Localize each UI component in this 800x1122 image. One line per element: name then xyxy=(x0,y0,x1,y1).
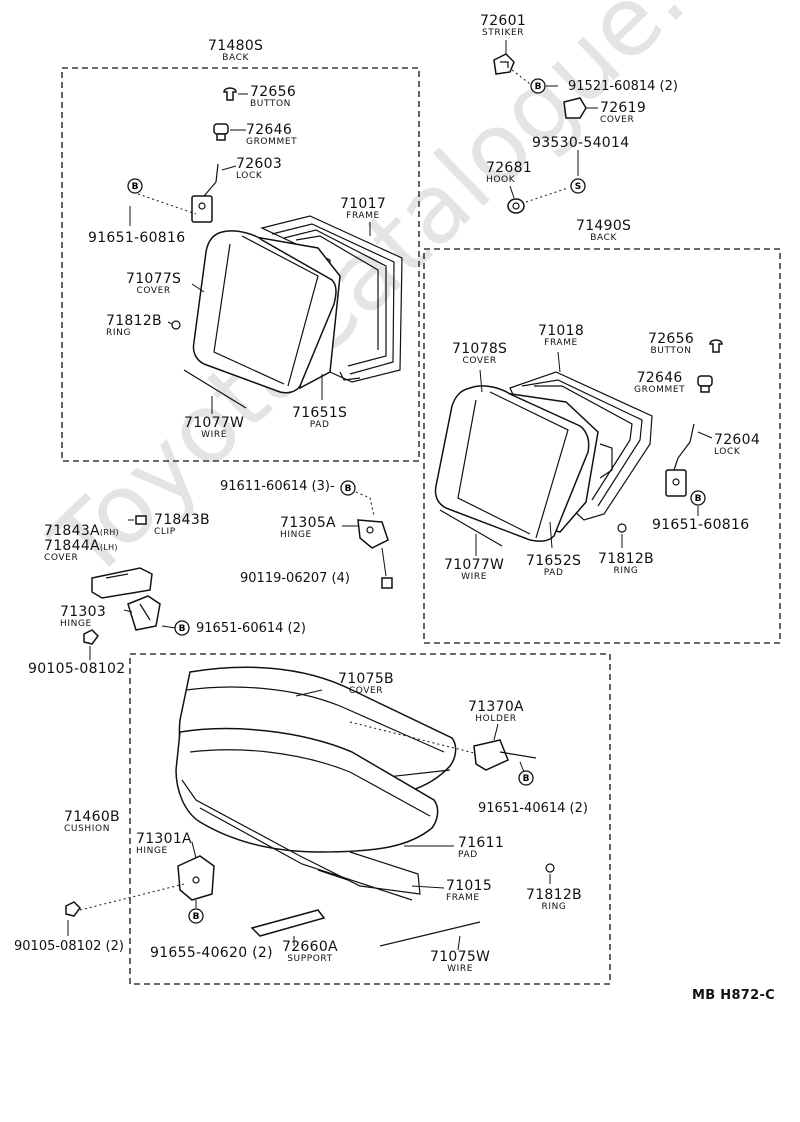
svg-text:B: B xyxy=(535,82,542,92)
label-72660a-support: 72660A SUPPORT xyxy=(282,939,338,964)
label-71812b-ring-left: 71812B RING xyxy=(106,313,162,338)
label-71301a-hinge: 71301A HINGE xyxy=(136,831,192,856)
label-72603-lock: 72603 LOCK xyxy=(236,156,283,181)
label-72646-grommet: 72646 GROMMET xyxy=(246,122,298,147)
label-91651-60816-left: 91651-60816 xyxy=(88,230,186,246)
label-71843b-clip: 71843B CLIP xyxy=(154,512,210,537)
right-ring-shape xyxy=(617,523,627,533)
bolt-marker: B xyxy=(690,490,706,506)
svg-text:B: B xyxy=(179,624,186,634)
label-91651-60816-right: 91651-60816 xyxy=(652,517,750,533)
svg-text:B: B xyxy=(345,484,352,494)
right-wire-shape xyxy=(439,509,503,547)
bolt-marker: B xyxy=(518,770,534,786)
label-71077w-wire-left: 71077W WIRE xyxy=(184,415,245,440)
left-cover-shape xyxy=(192,230,337,394)
label-71075b-cover: 71075B COVER xyxy=(338,671,394,696)
label-91655-40620: 91655-40620 (2) xyxy=(150,945,273,961)
right-back-group-box xyxy=(423,248,781,644)
label-72656-button: 72656 BUTTON xyxy=(250,84,297,109)
label-71017-frame: 71017 FRAME xyxy=(340,196,387,221)
label-71652s-pad: 71652S PAD xyxy=(526,553,582,578)
label-90105-08102: 90105-08102 xyxy=(28,661,126,677)
left-grommet-shape xyxy=(213,123,229,141)
bolt-90119-shape xyxy=(381,577,393,589)
hinge-71305a-shape xyxy=(357,519,389,549)
label-71018-frame: 71018 FRAME xyxy=(538,323,585,348)
left-back-group-label: 71480S BACK xyxy=(208,38,264,63)
label-71651s-pad: 71651S PAD xyxy=(292,405,348,430)
hinge-71303-shape xyxy=(127,595,161,631)
cushion-pad-shape xyxy=(175,727,439,853)
label-91651-60614: 91651-60614 (2) xyxy=(196,621,306,636)
left-button-shape xyxy=(223,87,237,101)
label-71015-frame: 71015 FRAME xyxy=(446,878,493,903)
label-71077w-wire-right: 71077W WIRE xyxy=(444,557,505,582)
label-72656-button-right: 72656 BUTTON xyxy=(648,331,695,356)
right-lock-shape xyxy=(665,423,695,497)
label-71843a-cover-rh: 71843A(RH) xyxy=(44,523,119,539)
holder-71370a-shape xyxy=(473,739,537,771)
svg-text:B: B xyxy=(695,494,702,504)
left-wire-shape xyxy=(183,369,247,409)
svg-text:S: S xyxy=(575,182,581,192)
label-72604-lock: 72604 LOCK xyxy=(714,432,761,457)
left-back-group-box xyxy=(61,67,420,462)
cushion-frame-shape xyxy=(181,779,421,895)
left-lock-shape xyxy=(191,163,219,223)
svg-text:B: B xyxy=(132,182,139,192)
bolt-marker: B xyxy=(340,480,356,496)
right-grommet-shape xyxy=(697,375,713,393)
cover-72619-shape xyxy=(563,97,587,119)
bolt-marker: B xyxy=(530,78,546,94)
label-71077s-cover: 71077S COVER xyxy=(126,271,182,296)
label-71812b-ring-cushion: 71812B RING xyxy=(526,887,582,912)
clip-71843b-shape xyxy=(135,515,147,525)
left-ring-shape xyxy=(171,320,181,330)
svg-text:B: B xyxy=(523,774,530,784)
bolt-90105-cushion-shape xyxy=(65,901,81,917)
label-91651-40614: 91651-40614 (2) xyxy=(478,801,588,816)
right-button-shape xyxy=(709,339,723,353)
label-71812b-ring-right: 71812B RING xyxy=(598,551,654,576)
label-72619-cover: 72619 COVER xyxy=(600,100,647,125)
label-90119-06207: 90119-06207 (4) xyxy=(240,571,350,586)
cushion-group-box xyxy=(129,653,611,985)
label-72601-striker: 72601 STRIKER xyxy=(480,13,527,38)
hinge-71301a-shape xyxy=(177,855,215,901)
bolt-90105-shape xyxy=(83,629,99,645)
hook-72681-shape xyxy=(507,198,525,214)
right-cover-shape xyxy=(434,385,590,542)
label-91611-60614: 91611-60614 (3)- xyxy=(220,479,335,494)
label-71370a-holder: 71370A HOLDER xyxy=(468,699,524,724)
label-72646-grommet-right: 72646 GROMMET xyxy=(634,370,686,395)
bolt-marker: B xyxy=(127,178,143,194)
label-71303-hinge: 71303 HINGE xyxy=(60,604,107,629)
label-72681-hook: 72681 HOOK xyxy=(486,160,533,185)
label-71305a-hinge: 71305A HINGE xyxy=(280,515,336,540)
cushion-group-label: 71460B CUSHION xyxy=(64,809,120,834)
label-71844a-cover-lh: 71844A(LH) COVER xyxy=(44,538,118,563)
label-91521-60814: 91521-60814 (2) xyxy=(568,79,678,94)
support-72660a-shape xyxy=(250,909,326,937)
diagram-code: MB H872-C xyxy=(692,988,776,1003)
cushion-ring-shape xyxy=(545,863,555,873)
right-back-group-label: 71490S BACK xyxy=(576,218,632,243)
label-93530-54014: 93530-54014 xyxy=(532,135,630,151)
label-71078s-cover: 71078S COVER xyxy=(452,341,508,366)
screw-marker: S xyxy=(570,178,586,194)
svg-text:B: B xyxy=(193,912,200,922)
bolt-marker: B xyxy=(188,908,204,924)
bolt-marker: B xyxy=(174,620,190,636)
label-71611-pad: 71611 PAD xyxy=(458,835,505,860)
label-71075w-wire: 71075W WIRE xyxy=(430,949,491,974)
cover-71843a-shape xyxy=(91,567,153,599)
striker-shape xyxy=(493,53,515,75)
cushion-wire-shape xyxy=(379,921,481,947)
label-90105-08102-2: 90105-08102 (2) xyxy=(14,939,124,954)
